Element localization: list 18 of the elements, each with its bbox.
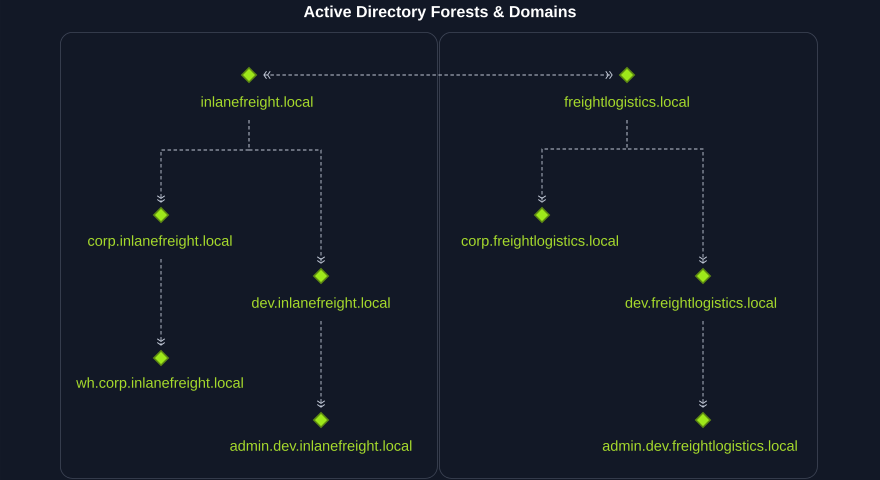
title: Active Directory Forests & Domains bbox=[304, 6, 576, 20]
domain-label: dev.freightlogistics.local bbox=[626, 297, 776, 311]
domain-label: admin.dev.freightlogistics.local bbox=[602, 440, 797, 454]
dashed-arrow bbox=[316, 320, 326, 408]
dashed-arrow bbox=[156, 258, 166, 346]
domain-label: freightlogistics.local bbox=[564, 96, 689, 110]
dashed-arrow bbox=[263, 70, 613, 80]
dashed-arrow bbox=[626, 120, 708, 264]
forest-panel bbox=[60, 32, 438, 479]
domain-label: wh.corp.inlanefreight.local bbox=[76, 377, 243, 391]
domain-label: admin.dev.inlanefreight.local bbox=[230, 440, 412, 454]
domain-label: inlanefreight.local bbox=[202, 96, 312, 110]
forest-panel bbox=[439, 32, 818, 479]
domain-label: corp.freightlogistics.local bbox=[462, 235, 618, 249]
domain-label: dev.inlanefreight.local bbox=[252, 297, 390, 311]
domain-label: corp.inlanefreight.local bbox=[88, 235, 232, 249]
dashed-arrow bbox=[248, 120, 326, 264]
dashed-arrow bbox=[698, 320, 708, 408]
